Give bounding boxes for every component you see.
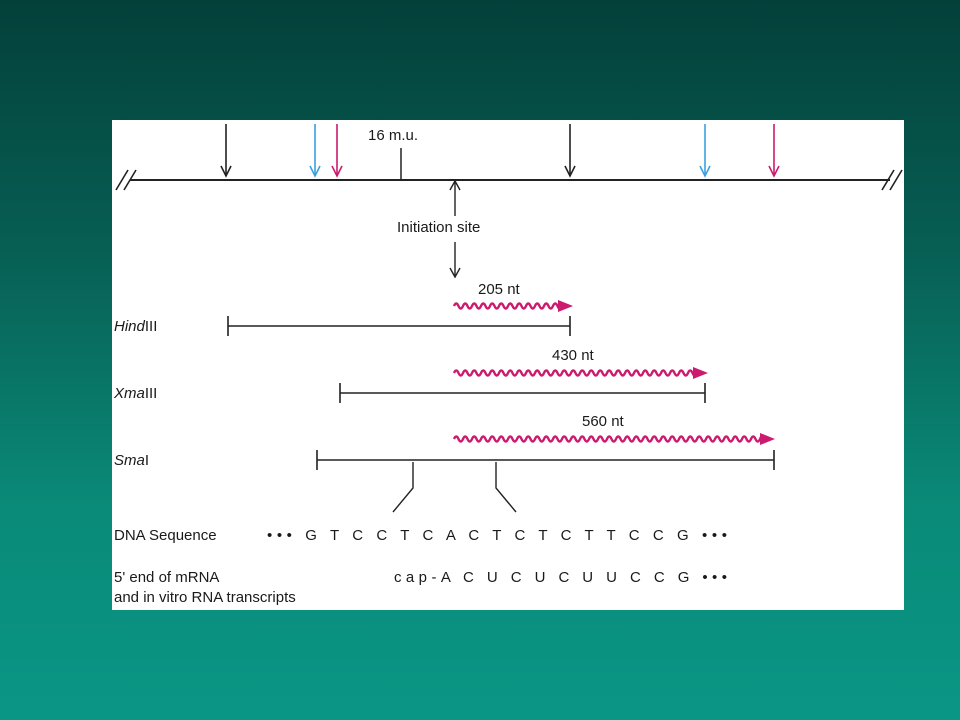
transcript-arrowhead-205 [558,300,573,312]
mrna-sequence-bases: cap-A C U C U C U U C C G ••• [394,569,727,586]
transcript-label-205: 205 nt [478,281,521,298]
smai-site-arrow-right [699,124,711,178]
transcript-label-560: 560 nt [582,413,625,430]
fragment-bar-smai [316,450,775,470]
transcript-wave-560 [452,435,764,443]
xmaiii-site-arrow-right [768,124,780,178]
xmaiii-site-arrow-left [331,124,343,178]
transcript-arrowhead-560 [760,433,775,445]
mrna-label-line2: and in vitro RNA transcripts [114,589,296,606]
smai-site-arrow-left [309,124,321,178]
right-break-mark [881,169,903,191]
initiation-down-arrow [449,242,461,279]
transcript-arrowhead-430 [693,367,708,379]
map-unit-label: 16 m.u. [368,127,418,144]
hindiii-site-arrow-right [564,124,576,178]
diagram-panel: 16 m.u. Initiation site 205 nt HindIII 4… [112,120,904,610]
zoom-connector-right [495,462,517,513]
enzyme-label-hindiii: HindIII [114,318,157,335]
dna-sequence-bases: ••• G T C C T C A C T C T C T T C C G ••… [267,527,727,544]
transcription-map-diagram: 16 m.u. Initiation site 205 nt HindIII 4… [113,124,903,606]
fragment-bar-hindiii [227,316,571,336]
left-break-mark [115,169,137,191]
hindiii-site-arrow-left [220,124,232,178]
enzyme-label-smai: SmaI [114,452,149,469]
enzyme-label-xmaiii: XmaIII [113,385,157,402]
initiation-site-label: Initiation site [397,219,480,236]
transcript-wave-430 [452,369,697,377]
mrna-label-line1: 5' end of mRNA [114,569,219,586]
initiation-up-arrow [449,179,461,216]
transcript-wave-205 [452,302,562,310]
zoom-connector-left [392,462,414,513]
fragment-bar-xmaiii [339,383,706,403]
transcript-label-430: 430 nt [552,347,595,364]
dna-sequence-label: DNA Sequence [114,527,217,544]
